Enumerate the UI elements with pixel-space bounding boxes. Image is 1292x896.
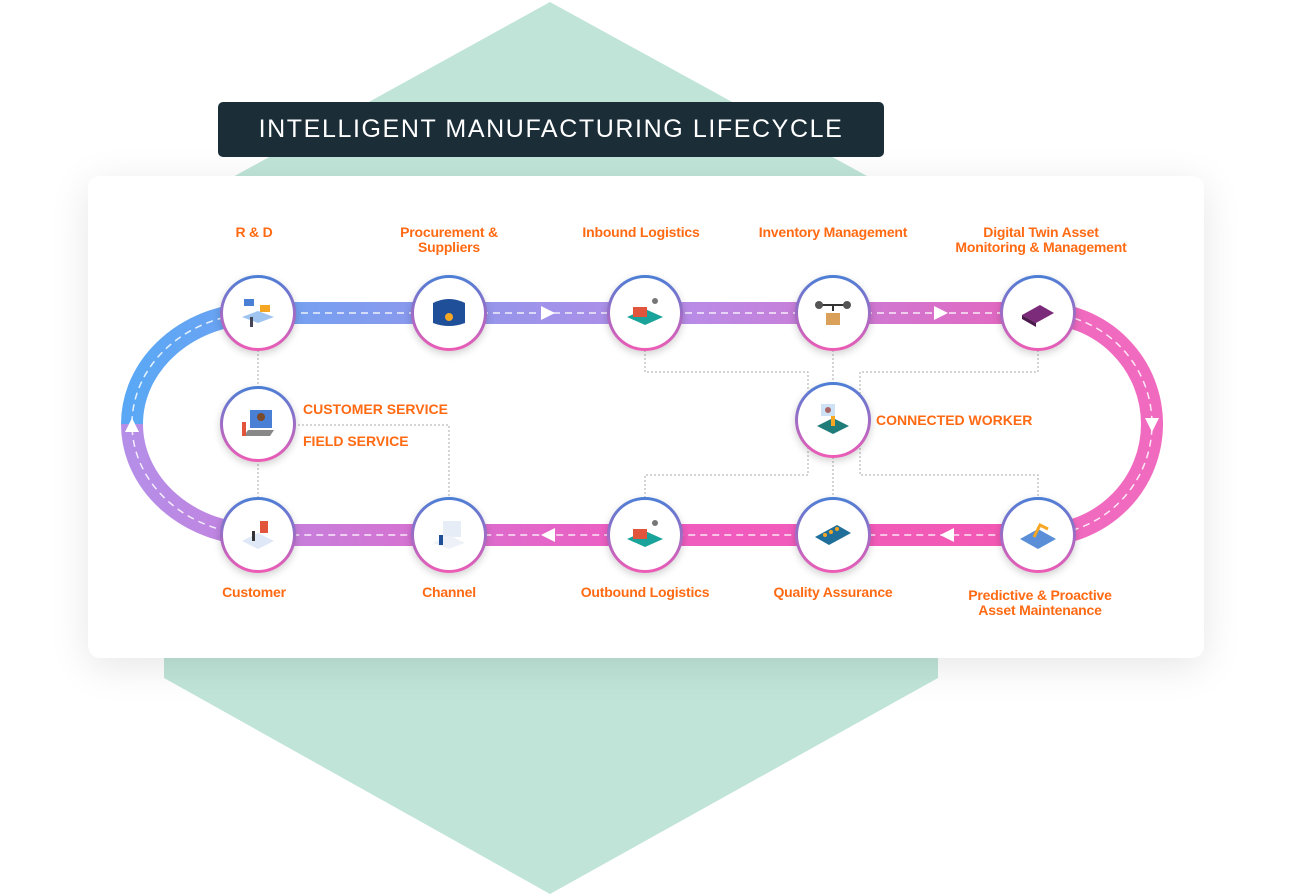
label-customer-service: CUSTOMER SERVICE (303, 401, 448, 417)
arrow-right-icon (541, 306, 555, 320)
label-field-service: FIELD SERVICE (303, 433, 409, 449)
node-customer-service (220, 386, 296, 462)
node-customer (220, 497, 296, 573)
label-line: Procurement & (400, 224, 498, 240)
label-channel: Channel (422, 584, 476, 600)
node-inbound-logistics (607, 275, 683, 351)
customer-icon (242, 521, 274, 549)
node-inventory-management (795, 275, 871, 351)
node-predictive-maintenance (1000, 497, 1076, 573)
label-line: Suppliers (417, 239, 480, 255)
label-line: Predictive & Proactive (968, 587, 1112, 603)
arrow-left-icon (940, 528, 954, 542)
label-customer: Customer (222, 584, 286, 600)
connected-worker-icon (817, 404, 849, 434)
outbound-logistics-icon (627, 520, 663, 547)
node-digital-twin (1000, 275, 1076, 351)
maintenance-robot-icon (1020, 522, 1056, 549)
inbound-logistics-icon (627, 298, 663, 325)
channel-icon (433, 521, 465, 549)
node-rnd (220, 275, 296, 351)
label-procurement: Procurement &Suppliers (400, 225, 498, 255)
node-outbound-logistics (607, 497, 683, 573)
label-outbound-logistics: Outbound Logistics (580, 584, 710, 600)
digital-twin-icon (1022, 305, 1054, 327)
flow-arrows (125, 306, 1159, 542)
arrow-left-icon (541, 528, 555, 542)
label-connected-worker: CONNECTED WORKER (876, 412, 1033, 428)
node-connected-worker (795, 382, 871, 458)
arrow-right-icon (934, 306, 948, 320)
label-inbound-logistics: Inbound Logistics (582, 224, 700, 240)
node-channel (411, 497, 487, 573)
label-rnd: R & D (235, 224, 273, 240)
procurement-icon (433, 299, 465, 326)
arrow-down-icon (1145, 418, 1159, 432)
page-title: INTELLIGENT MANUFACTURING LIFECYCLE (218, 102, 884, 157)
node-quality-assurance (795, 497, 871, 573)
label-inventory-management: Inventory Management (758, 224, 908, 240)
node-procurement (411, 275, 487, 351)
label-quality-assurance: Quality Assurance (773, 584, 893, 600)
arrow-up-icon (125, 418, 139, 432)
customer-service-icon (242, 410, 274, 436)
research-icon (242, 299, 274, 327)
label-line: Asset Maintenance (978, 602, 1102, 618)
label-line: Monitoring & Management (955, 239, 1127, 255)
label-line: Digital Twin Asset (983, 224, 1099, 240)
quality-assurance-icon (815, 525, 851, 545)
drone-inventory-icon (815, 301, 851, 325)
